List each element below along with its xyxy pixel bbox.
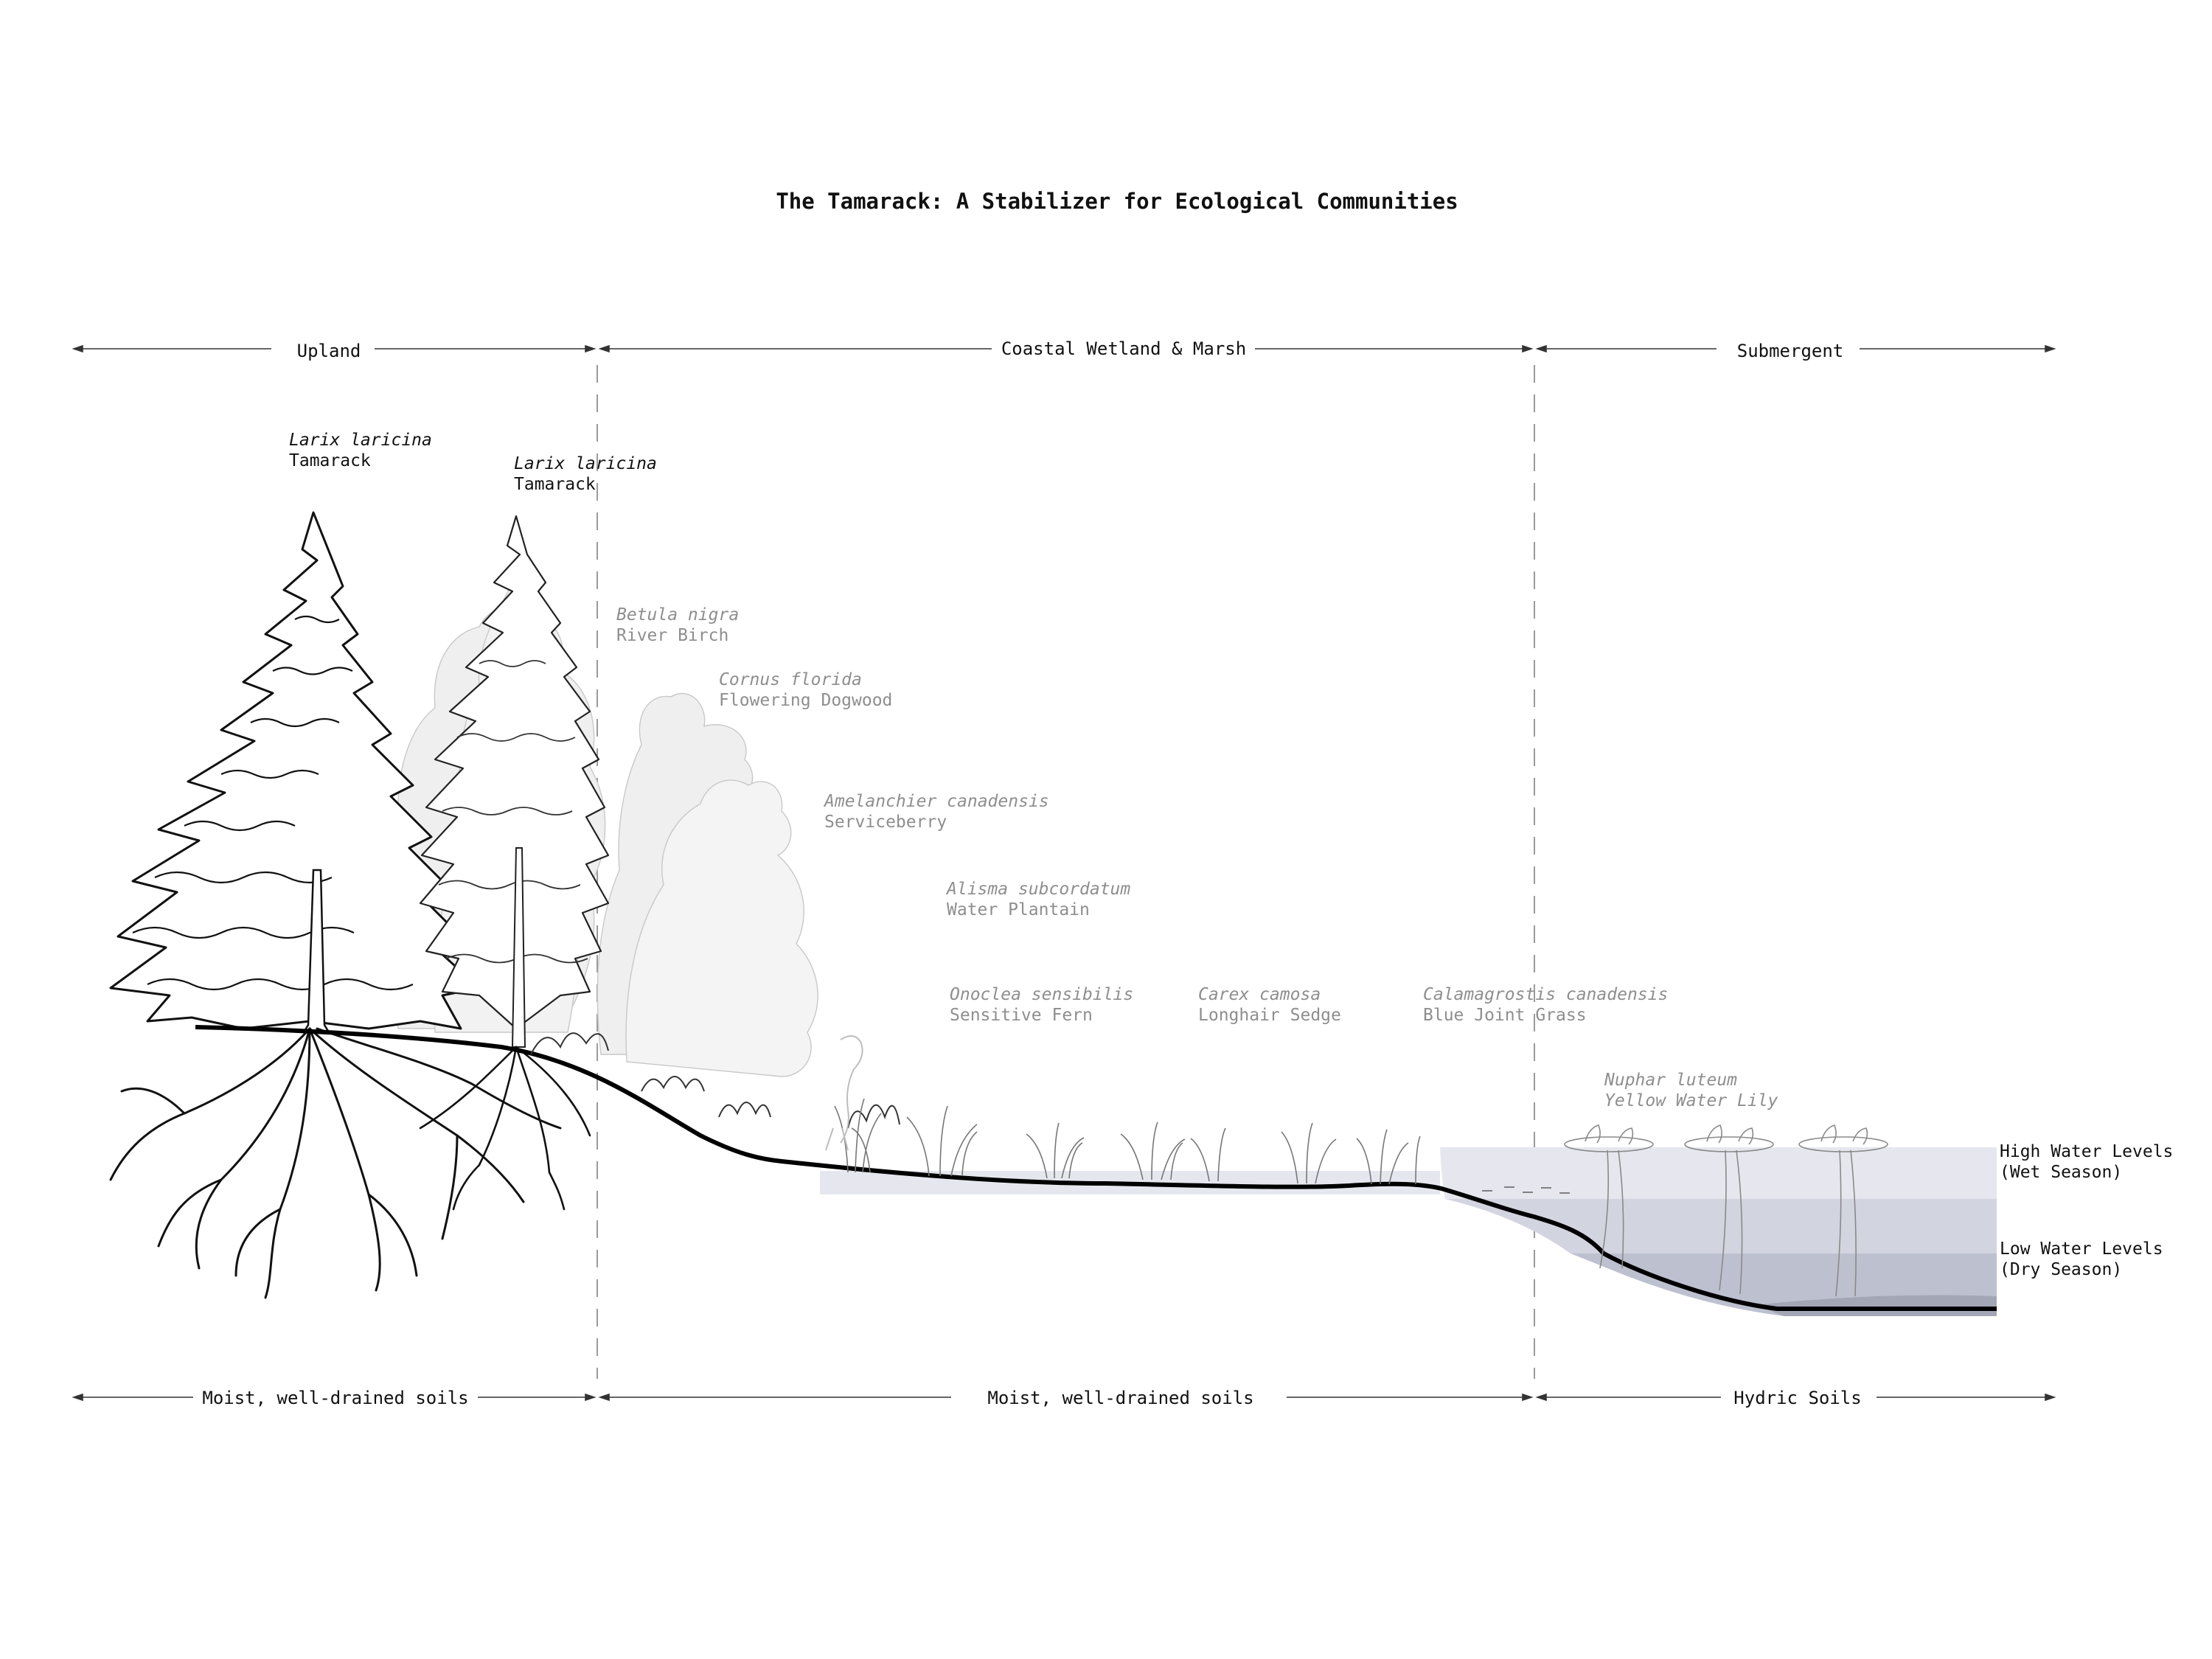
label-latin-water-plantain: Alisma subcordatum <box>945 880 1130 899</box>
water-band-mid <box>1445 1199 1997 1253</box>
label-common-river-birch: River Birch <box>616 626 728 645</box>
water-body <box>820 1147 1997 1316</box>
water-level-labels: High Water Levels (Wet Season) Low Water… <box>2000 1142 2173 1279</box>
label-common-tamarack-2: Tamarack <box>514 475 596 494</box>
alisma-clump <box>835 1099 881 1172</box>
label-common-dogwood: Flowering Dogwood <box>719 691 892 710</box>
label-latin-dogwood: Cornus florida <box>719 670 862 689</box>
root-systems <box>111 1029 590 1298</box>
label-common-longhair-sedge: Longhair Sedge <box>1198 1006 1341 1025</box>
soil-label-upland: Moist, well-drained soils <box>202 1388 468 1408</box>
diagram-title: The Tamarack: A Stabilizer for Ecologica… <box>776 189 1458 214</box>
label-common-yellow-water-lily: Yellow Water Lily <box>1604 1091 1778 1110</box>
soil-label-hydric: Hydric Soils <box>1733 1388 1861 1408</box>
zone-label-upland: Upland <box>297 341 361 361</box>
soil-label-wetland: Moist, well-drained soils <box>987 1388 1253 1408</box>
label-latin-blue-joint-grass: Calamagrostis canadensis <box>1423 985 1668 1004</box>
label-common-serviceberry: Serviceberry <box>824 813 947 832</box>
label-common-water-plantain: Water Plantain <box>947 900 1090 919</box>
label-low-water: Low Water Levels <box>2000 1239 2163 1259</box>
label-latin-river-birch: Betula nigra <box>616 605 739 625</box>
label-latin-yellow-water-lily: Nuphar luteum <box>1604 1071 1737 1090</box>
sedge-clump-1 <box>1026 1123 1084 1178</box>
zone-label-coastal-wetland: Coastal Wetland & Marsh <box>1001 338 1246 359</box>
label-low-water-season: (Dry Season) <box>2000 1260 2122 1279</box>
label-high-water-season: (Wet Season) <box>2000 1163 2122 1182</box>
zone-label-submergent: Submergent <box>1737 341 1844 361</box>
fern-clump <box>907 1106 977 1176</box>
label-common-tamarack-1: Tamarack <box>289 451 371 470</box>
label-latin-sensitive-fern: Onoclea sensibilis <box>950 985 1133 1004</box>
label-latin-tamarack-2: Larix laricina <box>514 454 657 473</box>
label-latin-longhair-sedge: Carex camosa <box>1198 985 1321 1004</box>
water-band-high <box>1440 1147 1997 1199</box>
label-common-sensitive-fern: Sensitive Fern <box>950 1006 1093 1025</box>
label-latin-serviceberry: Amelanchier canadensis <box>823 792 1049 811</box>
label-high-water: High Water Levels <box>2000 1142 2173 1161</box>
label-latin-tamarack-1: Larix laricina <box>289 431 432 450</box>
label-common-blue-joint-grass: Blue Joint Grass <box>1423 1006 1587 1025</box>
